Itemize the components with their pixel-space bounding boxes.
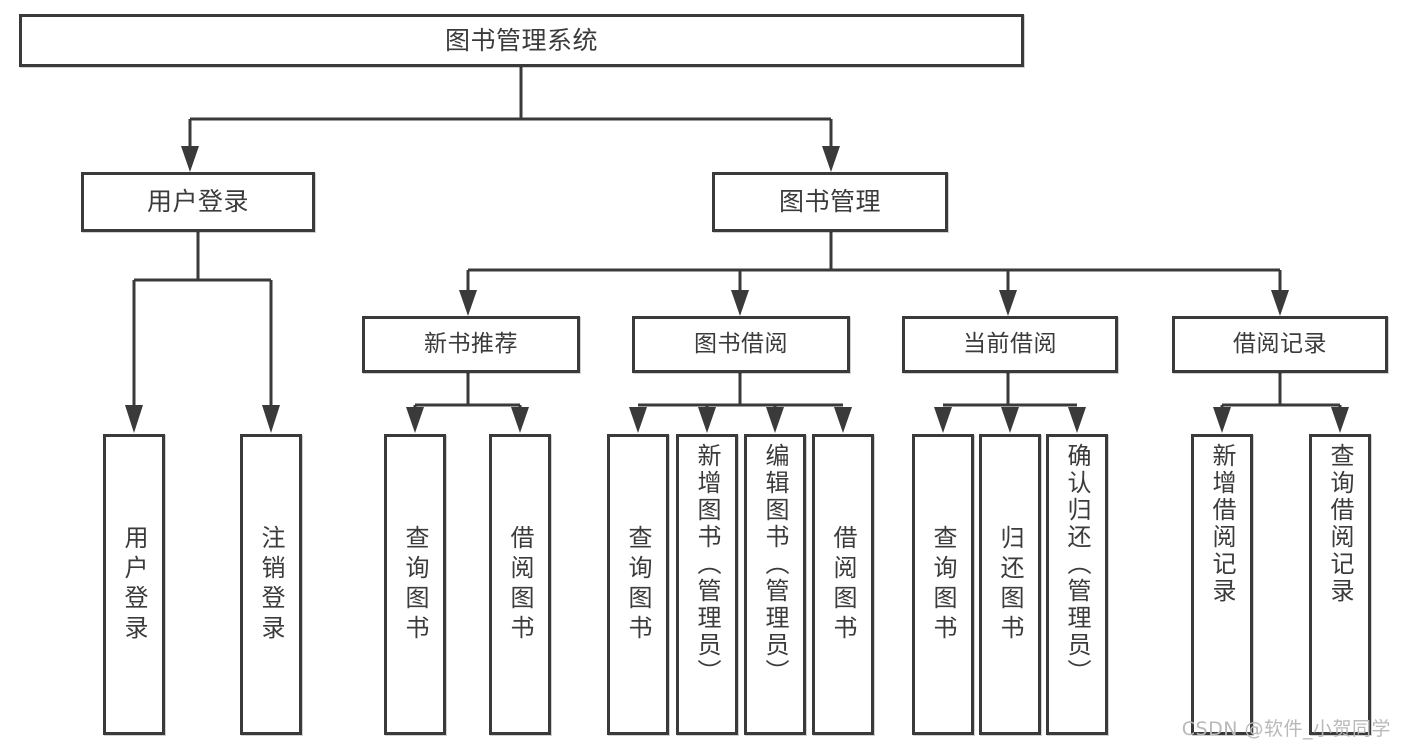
leaf-new-book-rec-query-label: 查询图书: [401, 524, 429, 645]
arrow-leaf-bb-3: [766, 407, 784, 433]
node-user-login[interactable]: 用户登录: [81, 172, 315, 232]
arrow-leaf-cb-3: [1068, 407, 1086, 433]
node-book-management[interactable]: 图书管理: [712, 172, 948, 232]
leaf-current-borrow-query[interactable]: 查询图书: [912, 434, 974, 735]
node-borrow-record-label: 借阅记录: [1233, 330, 1327, 357]
node-current-borrow[interactable]: 当前借阅: [902, 316, 1118, 373]
node-root-book-management-system[interactable]: 图书管理系统: [19, 14, 1024, 67]
node-root-label: 图书管理系统: [444, 25, 598, 55]
node-user-login-label: 用户登录: [146, 187, 249, 216]
arrow-leaf-br-1: [1213, 407, 1231, 433]
arrow-user-login: [181, 146, 199, 172]
leaf-book-borrow-query-label: 查询图书: [624, 524, 652, 645]
leaf-current-borrow-confirm-label: 确认归还（管理员）: [1063, 443, 1091, 686]
arrow-leaf-br-2: [1331, 407, 1349, 433]
node-book-borrow[interactable]: 图书借阅: [632, 316, 850, 373]
arrow-sub-current-borrow: [999, 290, 1017, 316]
leaf-book-borrow-borrow[interactable]: 借阅图书: [812, 434, 874, 735]
leaf-current-borrow-return-label: 归还图书: [996, 524, 1024, 645]
arrow-leaf-cb-2: [1001, 407, 1019, 433]
leaf-borrow-record-query-label: 查询借阅记录: [1326, 443, 1354, 605]
node-book-borrow-label: 图书借阅: [694, 330, 788, 357]
node-new-book-recommendation-label: 新书推荐: [424, 330, 518, 357]
leaf-user-login-logout[interactable]: 注销登录: [240, 434, 302, 735]
leaf-borrow-record-add[interactable]: 新增借阅记录: [1191, 434, 1253, 735]
leaf-user-login-logout-label: 注销登录: [257, 524, 285, 645]
leaf-user-login-login-label: 用户登录: [120, 524, 148, 645]
arrow-leaf-user-login-1: [125, 405, 143, 433]
arrow-leaf-nbr-2: [511, 407, 529, 433]
arrow-leaf-user-login-2: [262, 405, 280, 433]
arrow-sub-new-book-rec: [459, 290, 477, 316]
node-new-book-recommendation[interactable]: 新书推荐: [362, 316, 580, 373]
arrow-sub-borrow-record: [1271, 290, 1289, 316]
leaf-user-login-login[interactable]: 用户登录: [103, 434, 165, 735]
leaf-book-borrow-edit[interactable]: 编辑图书（管理员）: [744, 434, 806, 735]
arrow-leaf-bb-4: [834, 407, 852, 433]
leaf-book-borrow-borrow-label: 借阅图书: [829, 524, 857, 645]
arrow-leaf-nbr-1: [406, 407, 424, 433]
leaf-current-borrow-confirm[interactable]: 确认归还（管理员）: [1046, 434, 1108, 735]
arrow-sub-book-borrow: [731, 290, 749, 316]
leaf-new-book-rec-borrow-label: 借阅图书: [506, 524, 534, 645]
leaf-new-book-rec-borrow[interactable]: 借阅图书: [489, 434, 551, 735]
leaf-book-borrow-edit-label: 编辑图书（管理员）: [761, 443, 789, 686]
arrow-leaf-bb-1: [629, 407, 647, 433]
node-current-borrow-label: 当前借阅: [963, 330, 1057, 357]
arrow-leaf-bb-2: [698, 407, 716, 433]
arrow-leaf-cb-1: [934, 407, 952, 433]
csdn-watermark: CSDN @软件_小贺同学: [1181, 718, 1391, 740]
leaf-new-book-rec-query[interactable]: 查询图书: [384, 434, 446, 735]
leaf-current-borrow-return[interactable]: 归还图书: [979, 434, 1041, 735]
arrow-book-manage: [822, 146, 840, 172]
leaf-current-borrow-query-label: 查询图书: [929, 524, 957, 645]
node-borrow-record[interactable]: 借阅记录: [1172, 316, 1388, 373]
leaf-book-borrow-query[interactable]: 查询图书: [607, 434, 669, 735]
leaf-book-borrow-add-label: 新增图书（管理员）: [693, 443, 721, 686]
leaf-borrow-record-query[interactable]: 查询借阅记录: [1309, 434, 1371, 735]
node-book-management-label: 图书管理: [778, 187, 881, 216]
leaf-borrow-record-add-label: 新增借阅记录: [1208, 443, 1236, 605]
leaf-book-borrow-add[interactable]: 新增图书（管理员）: [676, 434, 738, 735]
